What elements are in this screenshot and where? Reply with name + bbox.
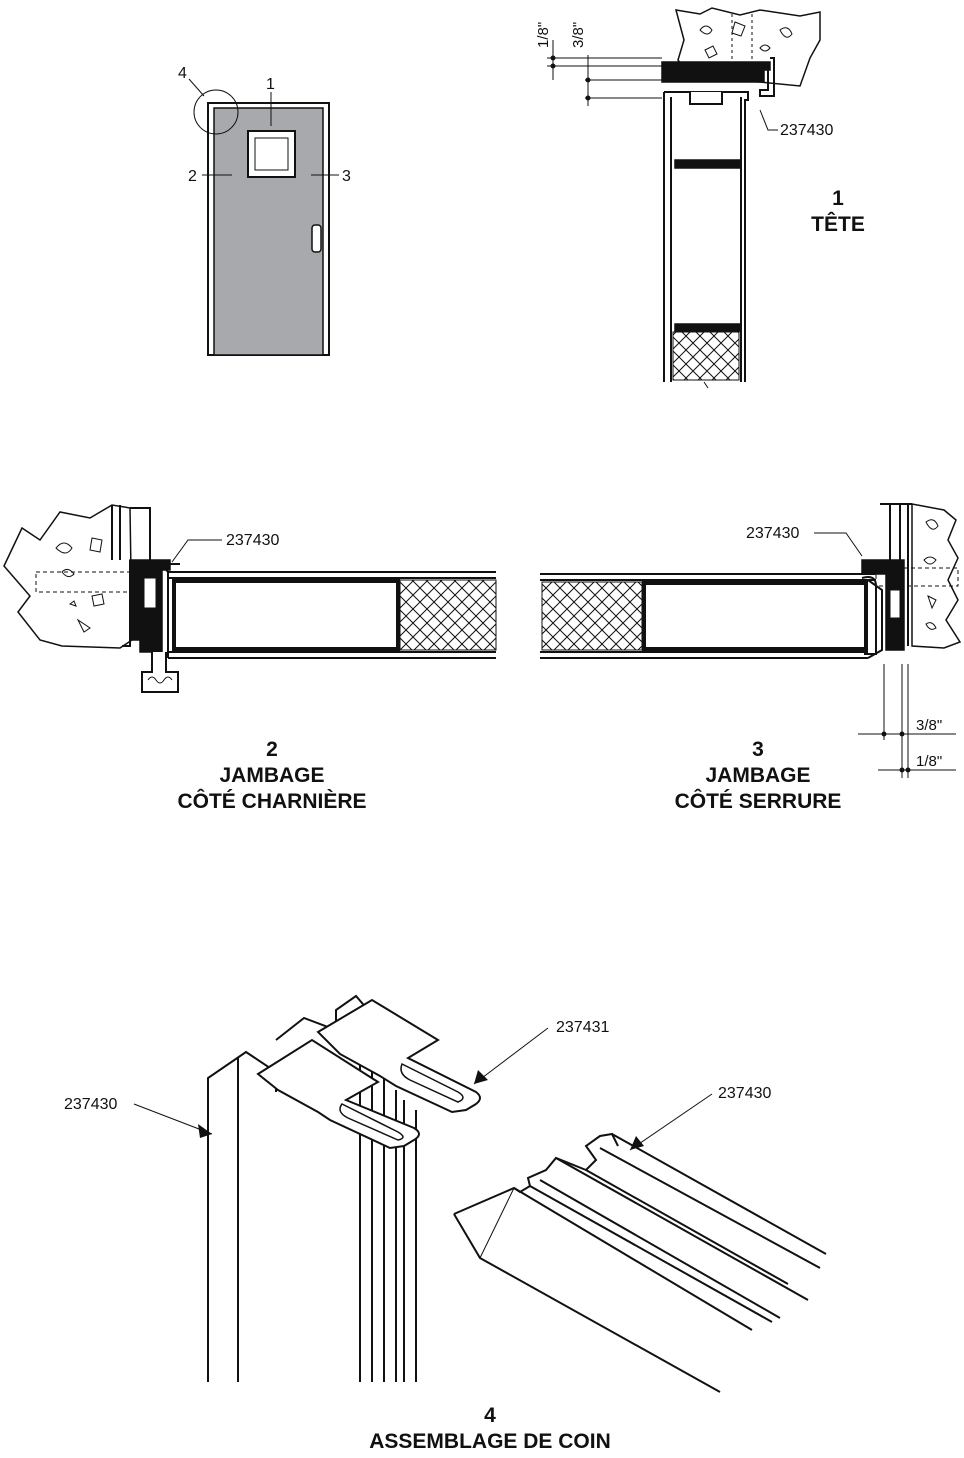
callout-3: 3 <box>342 168 351 185</box>
corner-label-clip: 237431 <box>556 1019 609 1036</box>
head-number: 1 <box>832 187 844 210</box>
head-dim-top: 1/8" <box>535 22 552 48</box>
hinge-title-2: CÔTÉ CHARNIÈRE <box>177 789 366 813</box>
lock-masonry-wall <box>911 503 962 649</box>
head-part-label: 237430 <box>780 122 833 139</box>
head-title: TÊTE <box>811 212 865 236</box>
head-door-top <box>663 91 749 382</box>
lock-insulation <box>541 581 643 651</box>
lock-dim-small: 1/8" <box>916 753 942 770</box>
corner-assembly-detail: 237430 237431 237430 4 ASSEMBLAGE DE COI… <box>64 994 827 1453</box>
corner-title: ASSEMBLAGE DE COIN <box>369 1430 611 1453</box>
corner-label-right: 237430 <box>718 1085 771 1102</box>
corner-clip-lower <box>256 1038 420 1150</box>
hinge-jamb-detail: 237430 2 JAMBAGE CÔTÉ CHARNIÈRE <box>3 504 497 813</box>
corner-number: 4 <box>484 1404 496 1427</box>
door-pull-handle <box>311 224 322 253</box>
callout-2: 2 <box>188 168 197 185</box>
hinge-title-1: JAMBAGE <box>219 764 324 787</box>
door-vision-panel <box>247 130 296 178</box>
lock-dim-gap: 3/8" <box>916 717 942 734</box>
hinge-insulation <box>399 579 497 651</box>
head-frame-channel <box>661 61 771 83</box>
lock-part-label: 237430 <box>746 525 799 542</box>
lock-jamb-detail: 3/8" 1/8" 237430 3 JAMBAGE CÔTÉ SERRURE <box>540 503 962 813</box>
callout-1: 1 <box>266 76 275 93</box>
lock-number: 3 <box>752 738 764 761</box>
callout-4: 4 <box>178 65 187 82</box>
hinge-door-section <box>167 571 496 659</box>
corner-left-jamb <box>207 1050 277 1382</box>
head-insulation <box>672 331 740 381</box>
hinge-number: 2 <box>266 738 278 761</box>
head-dim-gap: 3/8" <box>570 22 587 48</box>
lock-door-section <box>540 573 876 659</box>
head-detail: 1/8" 3/8" 237430 1 TÊTE <box>535 7 865 389</box>
hinge-part-label: 237430 <box>226 532 279 549</box>
lock-title-1: JAMBAGE <box>705 764 810 787</box>
corner-detail-circle <box>193 89 239 135</box>
hinge-knuckle <box>141 652 179 693</box>
corner-label-left: 237430 <box>64 1096 117 1113</box>
door-elevation: 4 1 2 3 <box>178 65 351 356</box>
lock-title-2: CÔTÉ SERRURE <box>675 789 842 813</box>
